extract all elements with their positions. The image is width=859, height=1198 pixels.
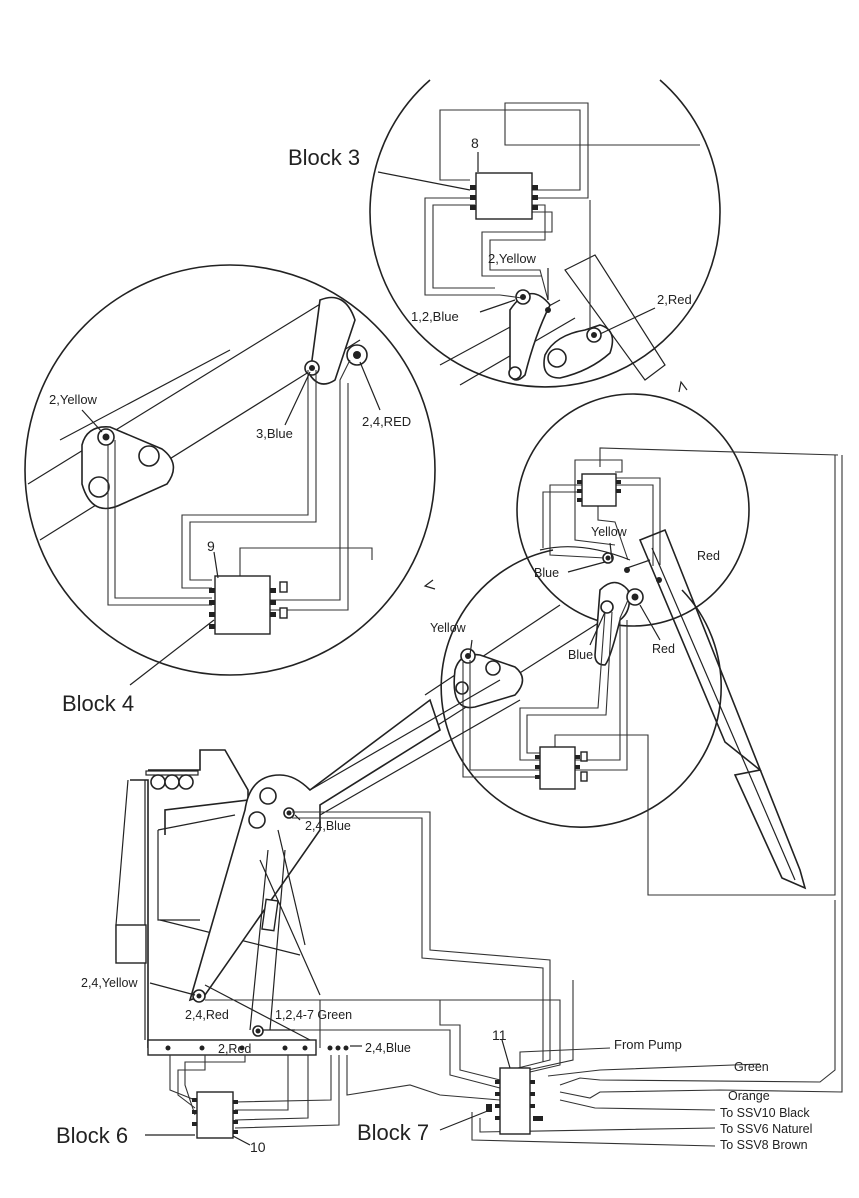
base-blue-label: 2,4,Blue (305, 819, 351, 833)
dipper-arm (638, 528, 807, 890)
arm-red-mid-label: Red (652, 642, 675, 656)
block4-label: Block 4 (62, 691, 134, 716)
main-hose-routes (169, 455, 843, 1147)
valve-block-8 (475, 172, 533, 220)
arm-detail-circle-upper (516, 393, 839, 627)
base-red2-label: 2,Red (218, 1042, 251, 1056)
valve-block-11 (486, 1067, 543, 1135)
machine-body (115, 679, 521, 1056)
valve-block-lower (539, 746, 576, 790)
valve-block-upper (581, 473, 617, 507)
ssv6-label: To SSV6 Naturel (720, 1122, 812, 1136)
ssv10-label: To SSV10 Black (720, 1106, 810, 1120)
block4-red-label: 2,4,RED (362, 414, 411, 429)
green-supply-label: Green (734, 1060, 769, 1074)
arm-blue-mid-label: Blue (568, 648, 593, 662)
arrow-to-block3 (678, 380, 688, 393)
base-green-label: 1,2,4-7 Green (275, 1008, 352, 1022)
block4-yellow-label: 2,Yellow (49, 392, 98, 407)
arrow-to-block4 (423, 579, 436, 590)
valve-block-9 (214, 575, 271, 635)
ssv8-label: To SSV8 Brown (720, 1138, 808, 1152)
base-red-label: 2,4,Red (185, 1008, 229, 1022)
orange-supply-label: Orange (728, 1089, 770, 1103)
block6-label: Block 6 (56, 1123, 128, 1148)
arm-yellow-top-label: Yellow (591, 525, 628, 539)
block3-red-label: 2,Red (657, 292, 692, 307)
arm-blue-top-label: Blue (534, 566, 559, 580)
block4-blue-label: 3,Blue (256, 426, 293, 441)
base-yellow-label: 2,4,Yellow (81, 976, 138, 990)
arm-detail-circle-lower (424, 455, 836, 896)
valve-8-number: 8 (471, 135, 479, 151)
block3-detail-circle (369, 79, 721, 388)
valve-11-number: 11 (492, 1027, 507, 1043)
block3-label: Block 3 (288, 145, 360, 170)
valve-10-number: 10 (250, 1139, 266, 1155)
leader-lines (81, 152, 661, 1146)
block3-yellow-label: 2,Yellow (488, 251, 537, 266)
block4-detail-circle (24, 264, 436, 676)
block7-label: Block 7 (357, 1120, 429, 1145)
from-pump-label: From Pump (614, 1037, 682, 1052)
valve-block-10 (192, 1091, 238, 1139)
block3-blue-label: 1,2,Blue (411, 309, 459, 324)
arm-red-top-label: Red (697, 549, 720, 563)
base-blue2-label: 2,4,Blue (365, 1041, 411, 1055)
arm-yellow-mid-label: Yellow (430, 621, 467, 635)
valve-9-number: 9 (207, 538, 215, 554)
